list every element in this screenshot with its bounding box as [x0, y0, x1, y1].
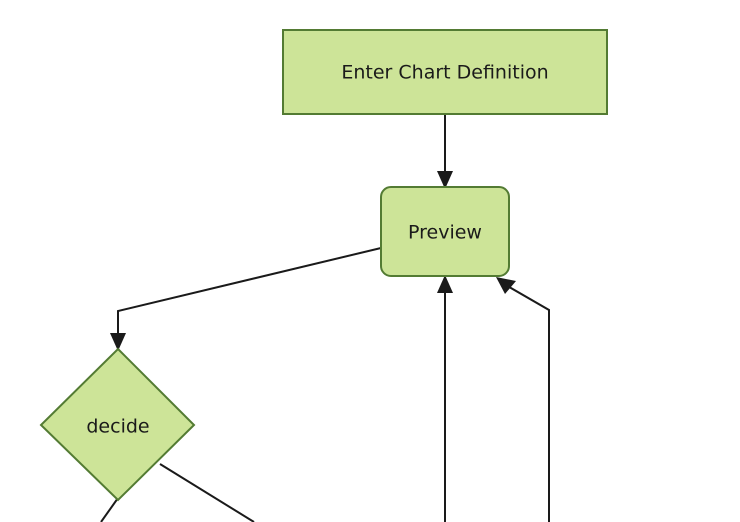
edge-decide-right-out [159, 463, 255, 522]
edge-enter-to-preview [437, 114, 453, 189]
edge-preview-to-decide [110, 247, 382, 351]
edge-line [100, 497, 119, 522]
node-preview[interactable]: Preview [380, 186, 510, 277]
edge-into-preview-bottom-vertical [437, 275, 453, 522]
node-label: Enter Chart Definition [341, 62, 548, 84]
edge-line [503, 283, 550, 522]
edge-decide-bottom-out [100, 497, 119, 522]
arrowhead-icon [110, 333, 126, 351]
node-decide[interactable]: decide [39, 347, 196, 502]
node-diamond-shape [39, 347, 196, 502]
edge-into-preview-bottom-diagonal [496, 277, 550, 522]
edge-line [117, 247, 382, 342]
node-rectangle-shape [282, 29, 608, 115]
arrowhead-icon [437, 171, 453, 189]
arrowhead-icon [437, 275, 453, 293]
node-rounded-rectangle-shape [380, 186, 510, 277]
arrowhead-icon [496, 277, 516, 294]
node-enter-chart-definition[interactable]: Enter Chart Definition [282, 29, 608, 115]
node-label: Preview [408, 222, 482, 244]
edge-line [159, 463, 255, 522]
node-label: decide [86, 416, 149, 438]
